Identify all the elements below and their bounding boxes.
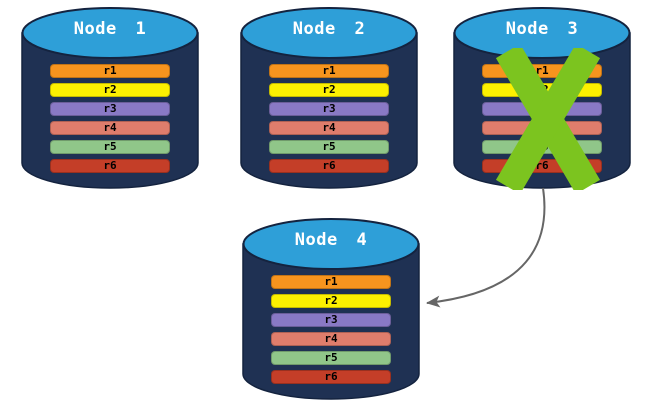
record-bar-r3: r3 [271, 313, 391, 327]
record-bar-r2: r2 [50, 83, 170, 97]
node-4: Node 4 r1 r2 r3 r4 r5 r6 [242, 217, 420, 401]
arrow-curve [426, 187, 546, 308]
record-label: r1 [535, 64, 549, 77]
record-bar-r2: r2 [269, 83, 389, 97]
record-label: r3 [322, 102, 336, 115]
record-bar-r1: r1 [271, 275, 391, 289]
record-bar-r1: r1 [269, 64, 389, 78]
cylinder-top [242, 218, 420, 270]
record-list: r1 r2 r3 r4 r5 r6 [50, 64, 170, 178]
record-label: r2 [322, 83, 336, 96]
node-2: Node 2 r1 r2 r3 r4 r5 r6 [240, 6, 418, 190]
record-label: r5 [324, 351, 338, 364]
record-bar-r6: r6 [269, 159, 389, 173]
record-bar-r5: r5 [271, 351, 391, 365]
record-bar-r4: r4 [269, 121, 389, 135]
record-label: r6 [535, 159, 549, 172]
node-title: Node 1 [73, 19, 147, 39]
cylinder-top [240, 7, 418, 59]
record-bar-r3: r3 [50, 102, 170, 116]
record-bar-r1: r1 [50, 64, 170, 78]
record-label: r6 [322, 159, 336, 172]
x-stroke [495, 48, 601, 190]
record-label: r4 [103, 121, 117, 134]
record-label: r1 [103, 64, 117, 77]
record-label: r3 [103, 102, 117, 115]
record-bar-r6: r6 [271, 370, 391, 384]
record-bar-r4: r4 [271, 332, 391, 346]
cylinder-top [21, 7, 199, 59]
record-bar-r5: r5 [269, 140, 389, 154]
record-label: r5 [103, 140, 117, 153]
record-label: r6 [103, 159, 117, 172]
record-list: r1 r2 r3 r4 r5 r6 [269, 64, 389, 178]
record-bar-r5: r5 [50, 140, 170, 154]
record-list: r1 r2 r3 r4 r5 r6 [271, 275, 391, 389]
node-3: Node 3 r1 r2 r3 r4 r5 r6 [453, 6, 631, 190]
record-bar-r4: r4 [50, 121, 170, 135]
failure-x-icon [495, 48, 601, 190]
record-bar-r2: r2 [271, 294, 391, 308]
record-label: r5 [322, 140, 336, 153]
node-title: Node 3 [505, 19, 579, 39]
record-label: r4 [322, 121, 336, 134]
record-label: r1 [322, 64, 336, 77]
record-label: r1 [324, 275, 338, 288]
record-bar-r6: r6 [50, 159, 170, 173]
node-1: Node 1 r1 r2 r3 r4 r5 r6 [21, 6, 199, 190]
record-label: r2 [324, 294, 338, 307]
record-bar-r3: r3 [269, 102, 389, 116]
cylinder-top [453, 7, 631, 59]
record-label: r2 [103, 83, 117, 96]
node-title: Node 2 [292, 19, 366, 39]
record-label: r6 [324, 370, 338, 383]
record-label: r3 [324, 313, 338, 326]
record-label: r4 [324, 332, 338, 345]
node-title: Node 4 [294, 230, 368, 250]
